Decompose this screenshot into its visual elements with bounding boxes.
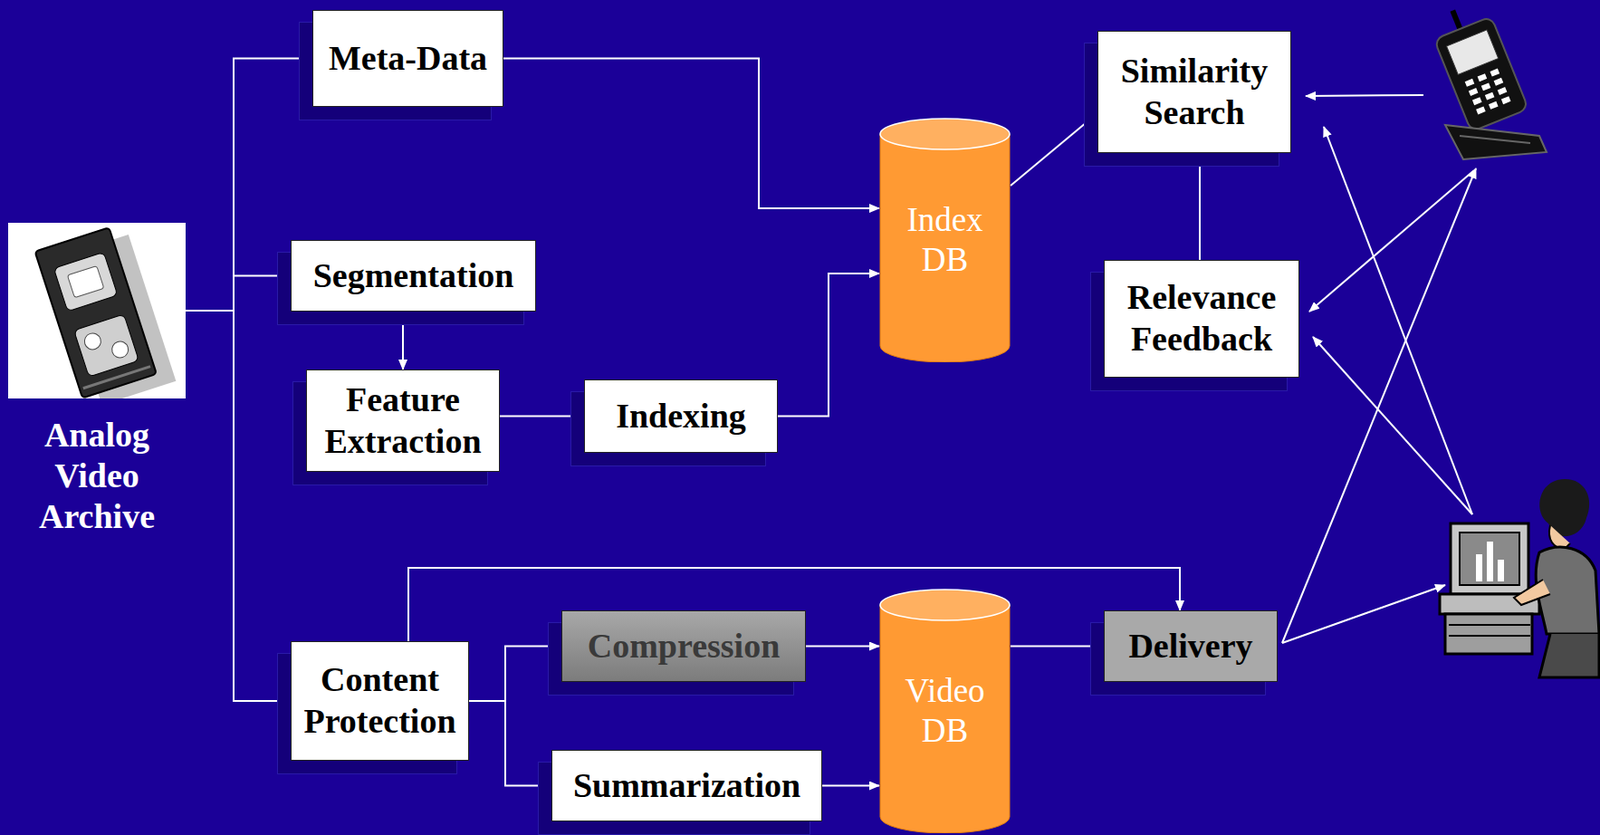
cylinder-outline: [879, 117, 1011, 363]
node-label: Compression: [587, 625, 781, 668]
node-label: Analog Video Archive: [8, 414, 186, 537]
node-label: Segmentation: [313, 255, 515, 298]
node-label: Summarization: [573, 765, 801, 807]
cylinder-outline: [879, 588, 1011, 834]
connector-arrow: [469, 700, 552, 786]
node-label: Video DB: [888, 670, 1002, 752]
node-label: Indexing: [615, 395, 747, 438]
process-box: Meta-Data: [312, 9, 504, 107]
connector-arrow: [777, 273, 880, 417]
connector-arrow: [822, 785, 880, 787]
node-label: Delivery: [1128, 625, 1253, 668]
interaction-lines: [1282, 95, 1476, 643]
node-label: Relevance Feedback: [1112, 277, 1291, 360]
process-box: Feature Extraction: [306, 369, 500, 472]
process-box: Similarity Search: [1097, 30, 1292, 154]
connector-arrow: [402, 311, 404, 370]
user-icon: [1439, 479, 1600, 678]
phone-icon: [1427, 0, 1547, 160]
process-box: Delivery: [1103, 610, 1278, 682]
process-box: Summarization: [551, 749, 823, 822]
node-label: Content Protection: [299, 659, 460, 742]
process-box: Segmentation: [290, 239, 537, 312]
connector-arrow: [805, 645, 880, 648]
node-label: Meta-Data: [328, 38, 488, 80]
node-label: Index DB: [888, 200, 1002, 281]
process-box: Relevance Feedback: [1103, 259, 1300, 378]
node-label: Feature Extraction: [315, 379, 491, 462]
node-label: Similarity Search: [1106, 50, 1283, 134]
connector-arrow: [185, 276, 291, 312]
database-cylinder: Index DB: [879, 117, 1011, 363]
process-box: Compression: [561, 610, 806, 682]
tape-illustration: [8, 222, 186, 399]
connector-arrow: [503, 58, 880, 210]
database-cylinder: Video DB: [879, 588, 1011, 834]
connector-arrow: [185, 310, 291, 701]
process-box: Indexing: [584, 379, 778, 453]
process-box: Content Protection: [290, 641, 470, 761]
connector-arrow: [1198, 153, 1201, 260]
connector-arrow: [1010, 645, 1104, 648]
connector-arrow: [469, 646, 562, 702]
archive-node: Analog Video Archive: [8, 222, 186, 537]
connector-arrow: [499, 415, 585, 418]
connector-arrow: [1010, 113, 1098, 186]
